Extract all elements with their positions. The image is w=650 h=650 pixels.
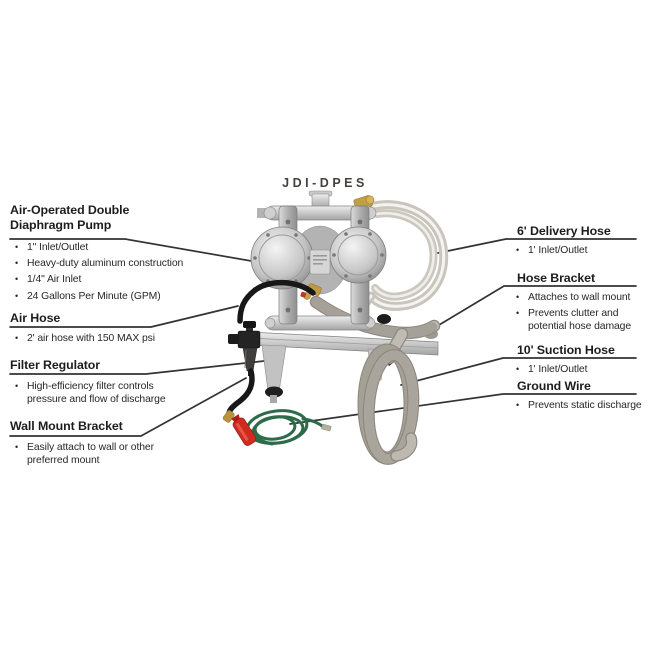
leader-filter-regulator [9,359,274,375]
ground-wire [245,409,332,446]
leader-air-hose [9,305,239,328]
bullet-item: 24 Gallons Per Minute (GPM) [14,290,210,304]
callout-heading: 6' Delivery Hose [517,224,611,238]
callout-filter-regulator: Filter Regulator High-efficiency filter … [10,358,182,409]
callout-bullets: Prevents static discharge [511,399,650,413]
ground-clamp [231,414,257,446]
bullet-item: 1' Inlet/Outlet [515,363,647,377]
bullet-item: Heavy-duty aluminum construction [14,257,210,271]
callout-heading: Air-Operated Double Diaphragm Pump [10,203,130,232]
bullet-item: 1" Inlet/Outlet [14,241,210,255]
leader-pump [9,238,304,271]
name-plate [309,249,331,275]
callout-ground-wire: Ground Wire Prevents static discharge [502,379,650,415]
callout-diaphragm-pump: Air-Operated Double Diaphragm Pump 1" In… [10,203,210,306]
bullet-item: Attaches to wall mount [515,291,650,305]
callout-bullets: Easily attach to wall or other preferred… [10,441,158,468]
left-diaphragm-chamber [250,226,314,290]
diaphragm-pump [250,190,387,331]
callout-air-hose: Air Hose 2' air hose with 150 MAX psi [10,311,210,348]
leader-hose-bracket [428,285,637,332]
callout-heading: 10' Suction Hose [517,343,615,357]
bullet-item: 2' air hose with 150 MAX psi [14,332,210,346]
callout-heading: Ground Wire [517,379,591,393]
callout-wall-mount-bracket: Wall Mount Bracket Easily attach to wall… [10,419,158,470]
bullet-item: 1/4" Air Inlet [14,273,210,287]
callout-heading: Air Hose [10,311,61,325]
callout-hose-bracket: Hose Bracket Attaches to wall mount Prev… [502,271,650,336]
bullet-item: Easily attach to wall or other preferred… [14,441,158,468]
product-title: JDI-DPES [282,176,368,190]
callout-bullets: 2' air hose with 150 MAX psi [10,332,210,346]
bullet-item: High-efficiency filter controls pressure… [14,380,182,407]
callout-bullets: 1' Inlet/Outlet [511,244,647,258]
callout-suction-hose: 10' Suction Hose 1' Inlet/Outlet [502,343,647,379]
wire-connector [321,424,332,432]
bullet-item: 1' Inlet/Outlet [515,244,647,258]
callout-heading: Filter Regulator [10,358,100,372]
leader-wall-mount [9,377,247,437]
filter-regulator [228,321,261,376]
callout-delivery-hose: 6' Delivery Hose 1' Inlet/Outlet [502,224,647,260]
callout-bullets: 1' Inlet/Outlet [511,363,647,377]
callout-heading: Wall Mount Bracket [10,419,123,433]
callout-heading: Hose Bracket [517,271,596,285]
callout-bullets: Attaches to wall mount Prevents clutter … [511,291,650,334]
callout-bullets: High-efficiency filter controls pressure… [10,380,182,407]
callout-bullets: 1" Inlet/Outlet Heavy-duty aluminum cons… [10,241,210,303]
brass-hose-tip [222,410,235,423]
bullet-item: Prevents static discharge [515,399,650,413]
suction-hose [309,295,441,465]
air-hose [222,279,316,423]
leader-suction-hose [400,357,637,386]
bullet-item: Prevents clutter and potential hose dama… [515,307,650,334]
leader-delivery-hose [432,238,637,255]
